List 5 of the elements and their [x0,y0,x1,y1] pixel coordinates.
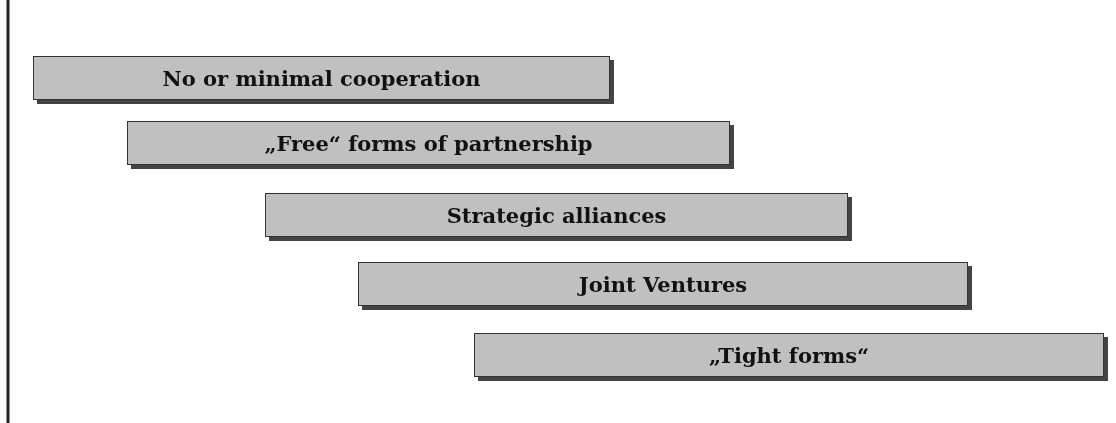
stage-label: Strategic alliances [446,202,667,228]
stage-label: Joint Ventures [578,271,748,297]
stage-label: No or minimal cooperation [162,65,481,91]
stage-label: „Free“ forms of partnership [264,130,593,156]
stage-label: „Tight forms“ [708,342,870,368]
